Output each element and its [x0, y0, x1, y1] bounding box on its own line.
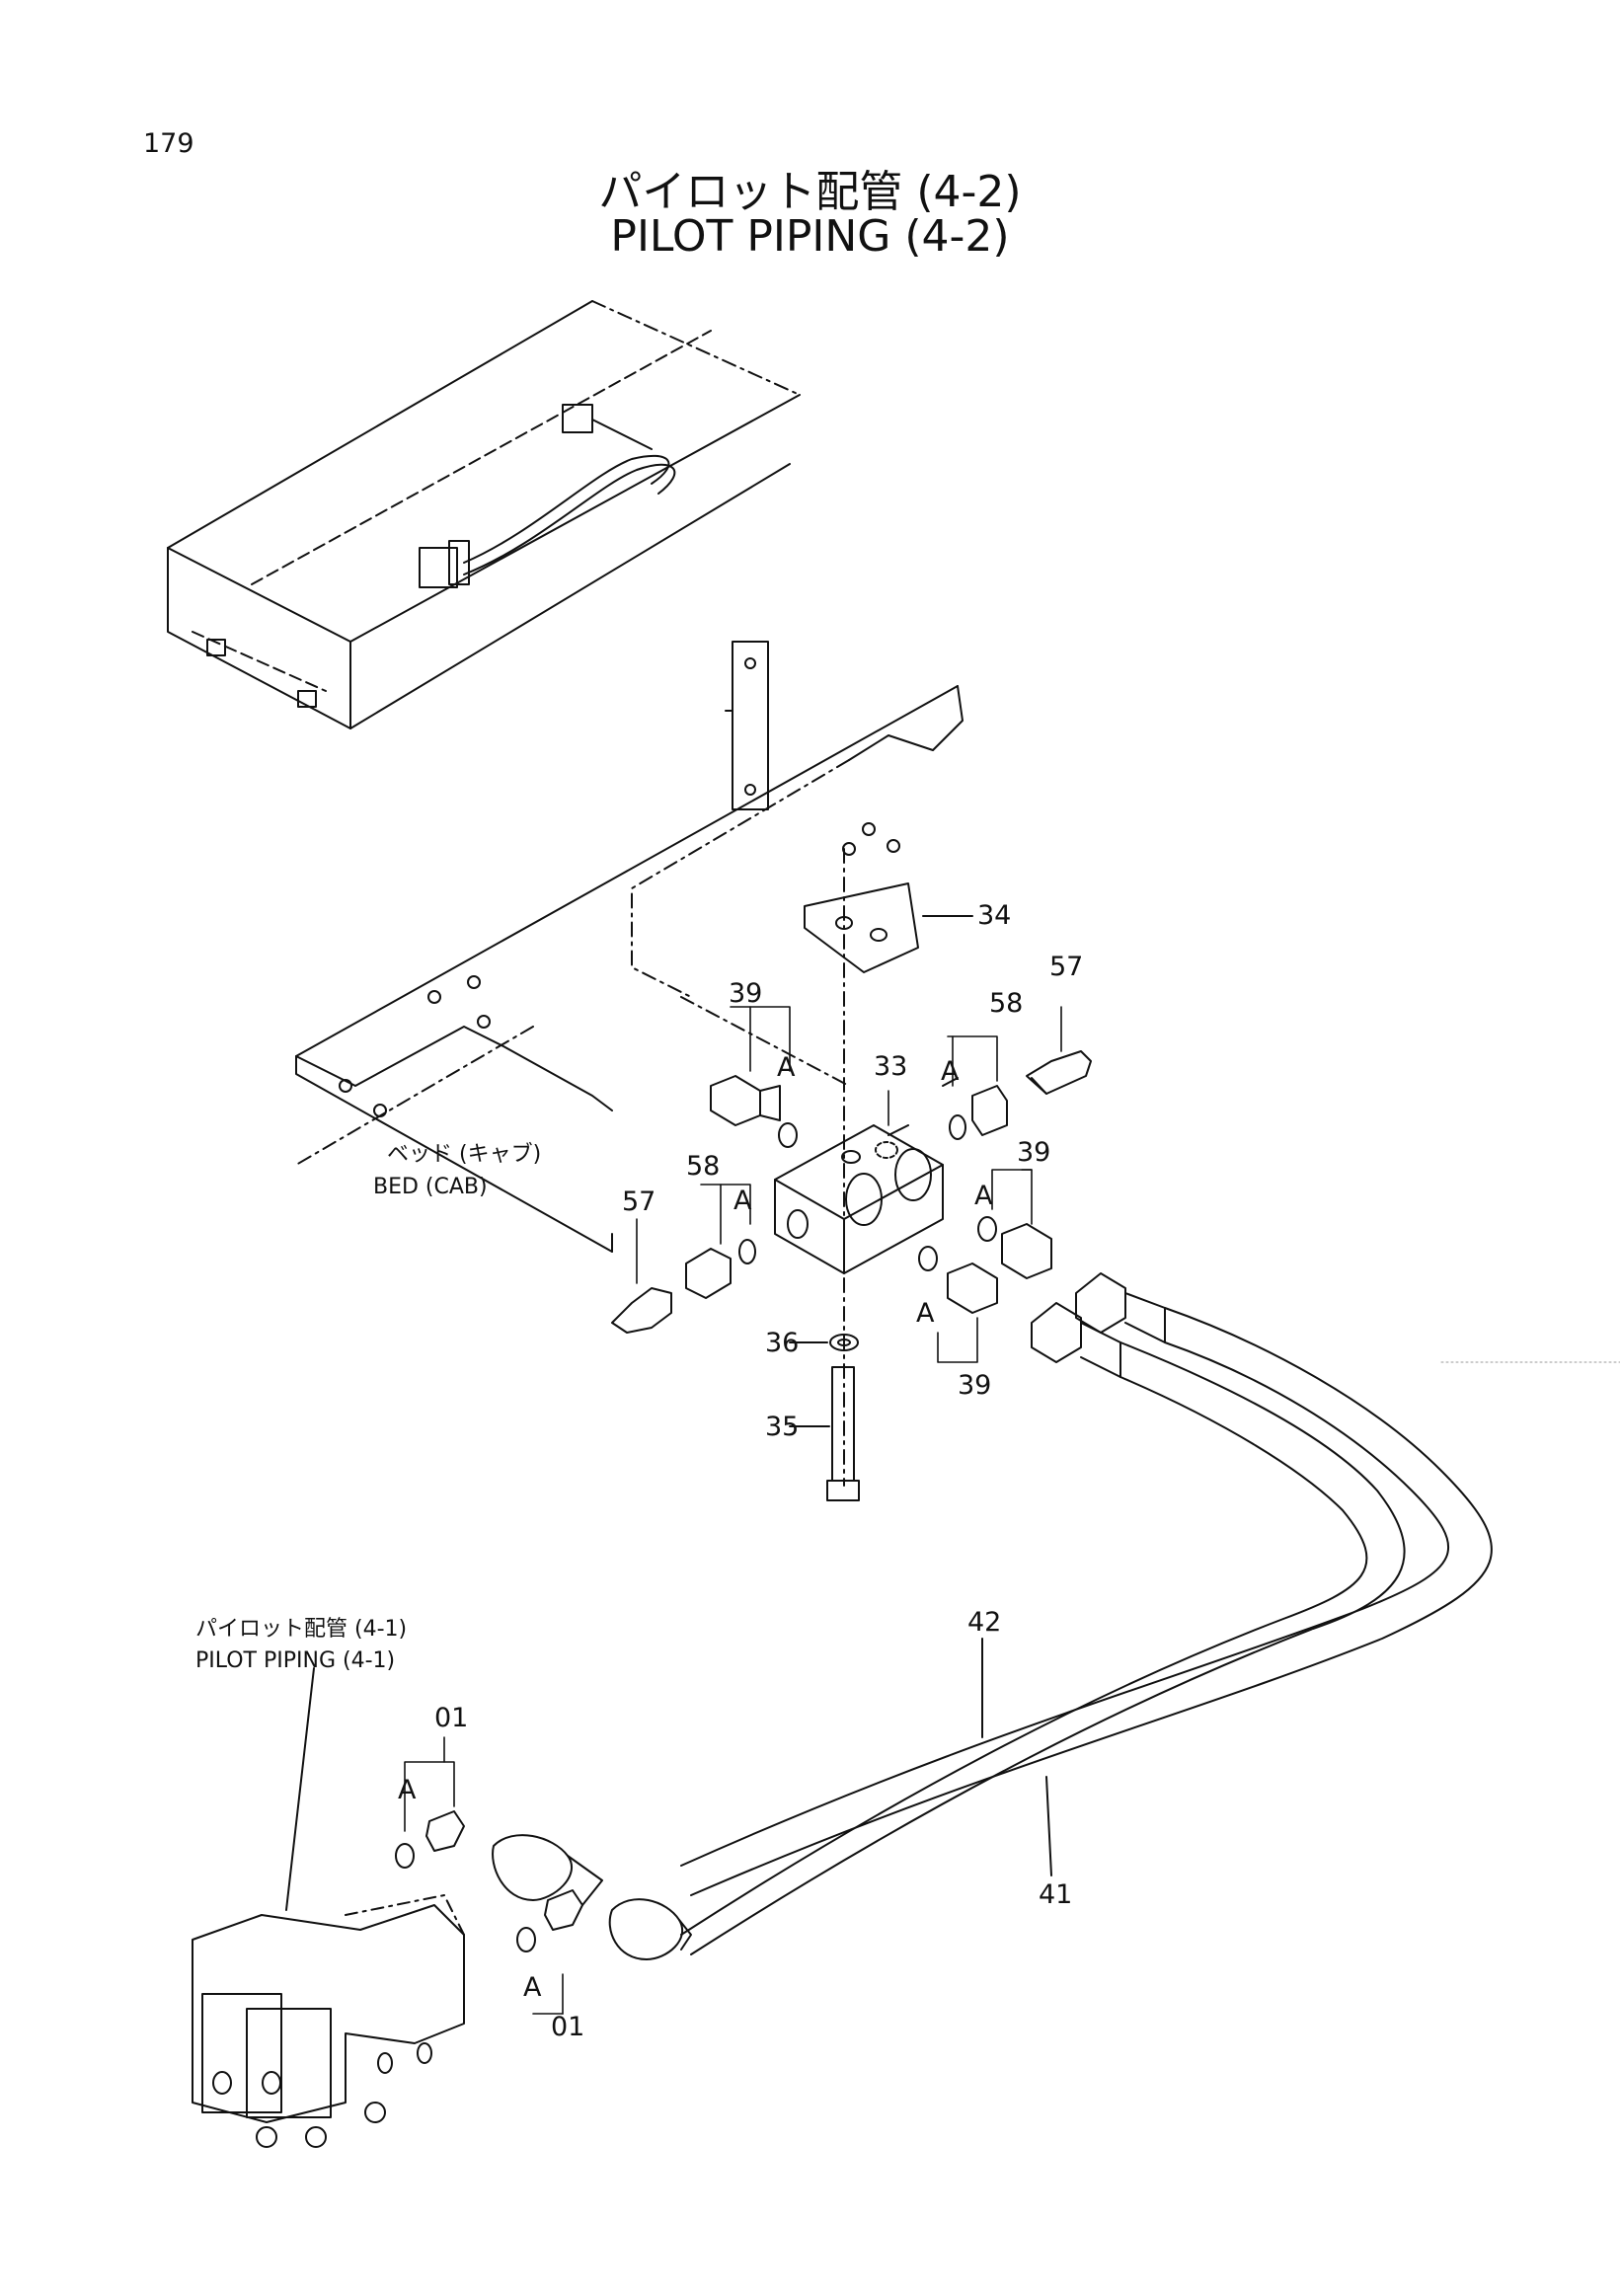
callout-39-bottom: 39 [958, 1370, 992, 1401]
switch-harness [419, 404, 676, 588]
callout-leaders [404, 1006, 1062, 2015]
caption-bed-en: BED (CAB) [373, 1175, 488, 1199]
washer-36 [789, 1334, 859, 1351]
callout-35: 35 [765, 1412, 800, 1442]
fitting-01-lower [516, 1889, 583, 1952]
hose-42 [680, 1307, 1493, 1896]
oring-marker-a: A [777, 1052, 796, 1083]
pilot-valve-assembly [192, 1667, 465, 2148]
bracket-plate [725, 641, 769, 810]
clamp-34 [804, 882, 973, 973]
oring-marker-a: A [916, 1298, 935, 1329]
oring-marker-a: A [941, 1056, 960, 1087]
callout-33: 33 [874, 1051, 908, 1082]
callout-01-upper: 01 [434, 1703, 469, 1733]
manifold-block-33 [774, 1077, 959, 1274]
callout-41: 41 [1039, 1879, 1073, 1910]
hose-leaders [981, 1638, 1052, 1876]
fitting-39-bottom [918, 1246, 998, 1314]
oring-marker-a: A [398, 1775, 417, 1805]
bolt-35 [789, 1366, 860, 1501]
callout-34: 34 [977, 900, 1012, 931]
oring-marker-a: A [523, 1972, 542, 2003]
callout-42: 42 [967, 1607, 1002, 1638]
oring-marker-a: A [974, 1181, 993, 1211]
fitting-58-left [685, 1239, 756, 1299]
callout-39-top: 39 [729, 978, 763, 1009]
fitting-57-top [1026, 1050, 1092, 1095]
assembly-centerlines [680, 848, 850, 1487]
caption-bed-ja: ベッド (キャブ) [387, 1142, 542, 1167]
fitting-01-upper [395, 1810, 465, 1869]
callout-58-top: 58 [989, 988, 1024, 1019]
page-title-ja: パイロット配管 (4-2) [598, 167, 1022, 217]
callout-01-lower: 01 [551, 2012, 585, 2042]
fitting-39-right [977, 1216, 1052, 1279]
caption-ref-en: PILOT PIPING (4-1) [195, 1648, 396, 1673]
hose-end-upper [1031, 1272, 1166, 1378]
fitting-58-top [949, 1085, 1008, 1140]
page-title-en: PILOT PIPING (4-2) [610, 211, 1010, 262]
callout-39-right: 39 [1017, 1137, 1051, 1168]
callout-36: 36 [765, 1328, 800, 1358]
callout-58-left: 58 [686, 1151, 721, 1182]
fitting-57-left [611, 1287, 672, 1334]
callout-57-top: 57 [1049, 952, 1084, 982]
cab-console-box [167, 300, 801, 729]
bed-cab-floor [295, 685, 964, 1253]
caption-ref-ja: パイロット配管 (4-1) [195, 1617, 408, 1642]
fitting-39-top [710, 1075, 798, 1148]
hose-41 [680, 1341, 1406, 1955]
page-number: 179 [143, 128, 194, 159]
callout-57-left: 57 [622, 1186, 656, 1217]
hose-end-lower [492, 1834, 692, 1960]
oring-marker-a: A [733, 1186, 752, 1216]
